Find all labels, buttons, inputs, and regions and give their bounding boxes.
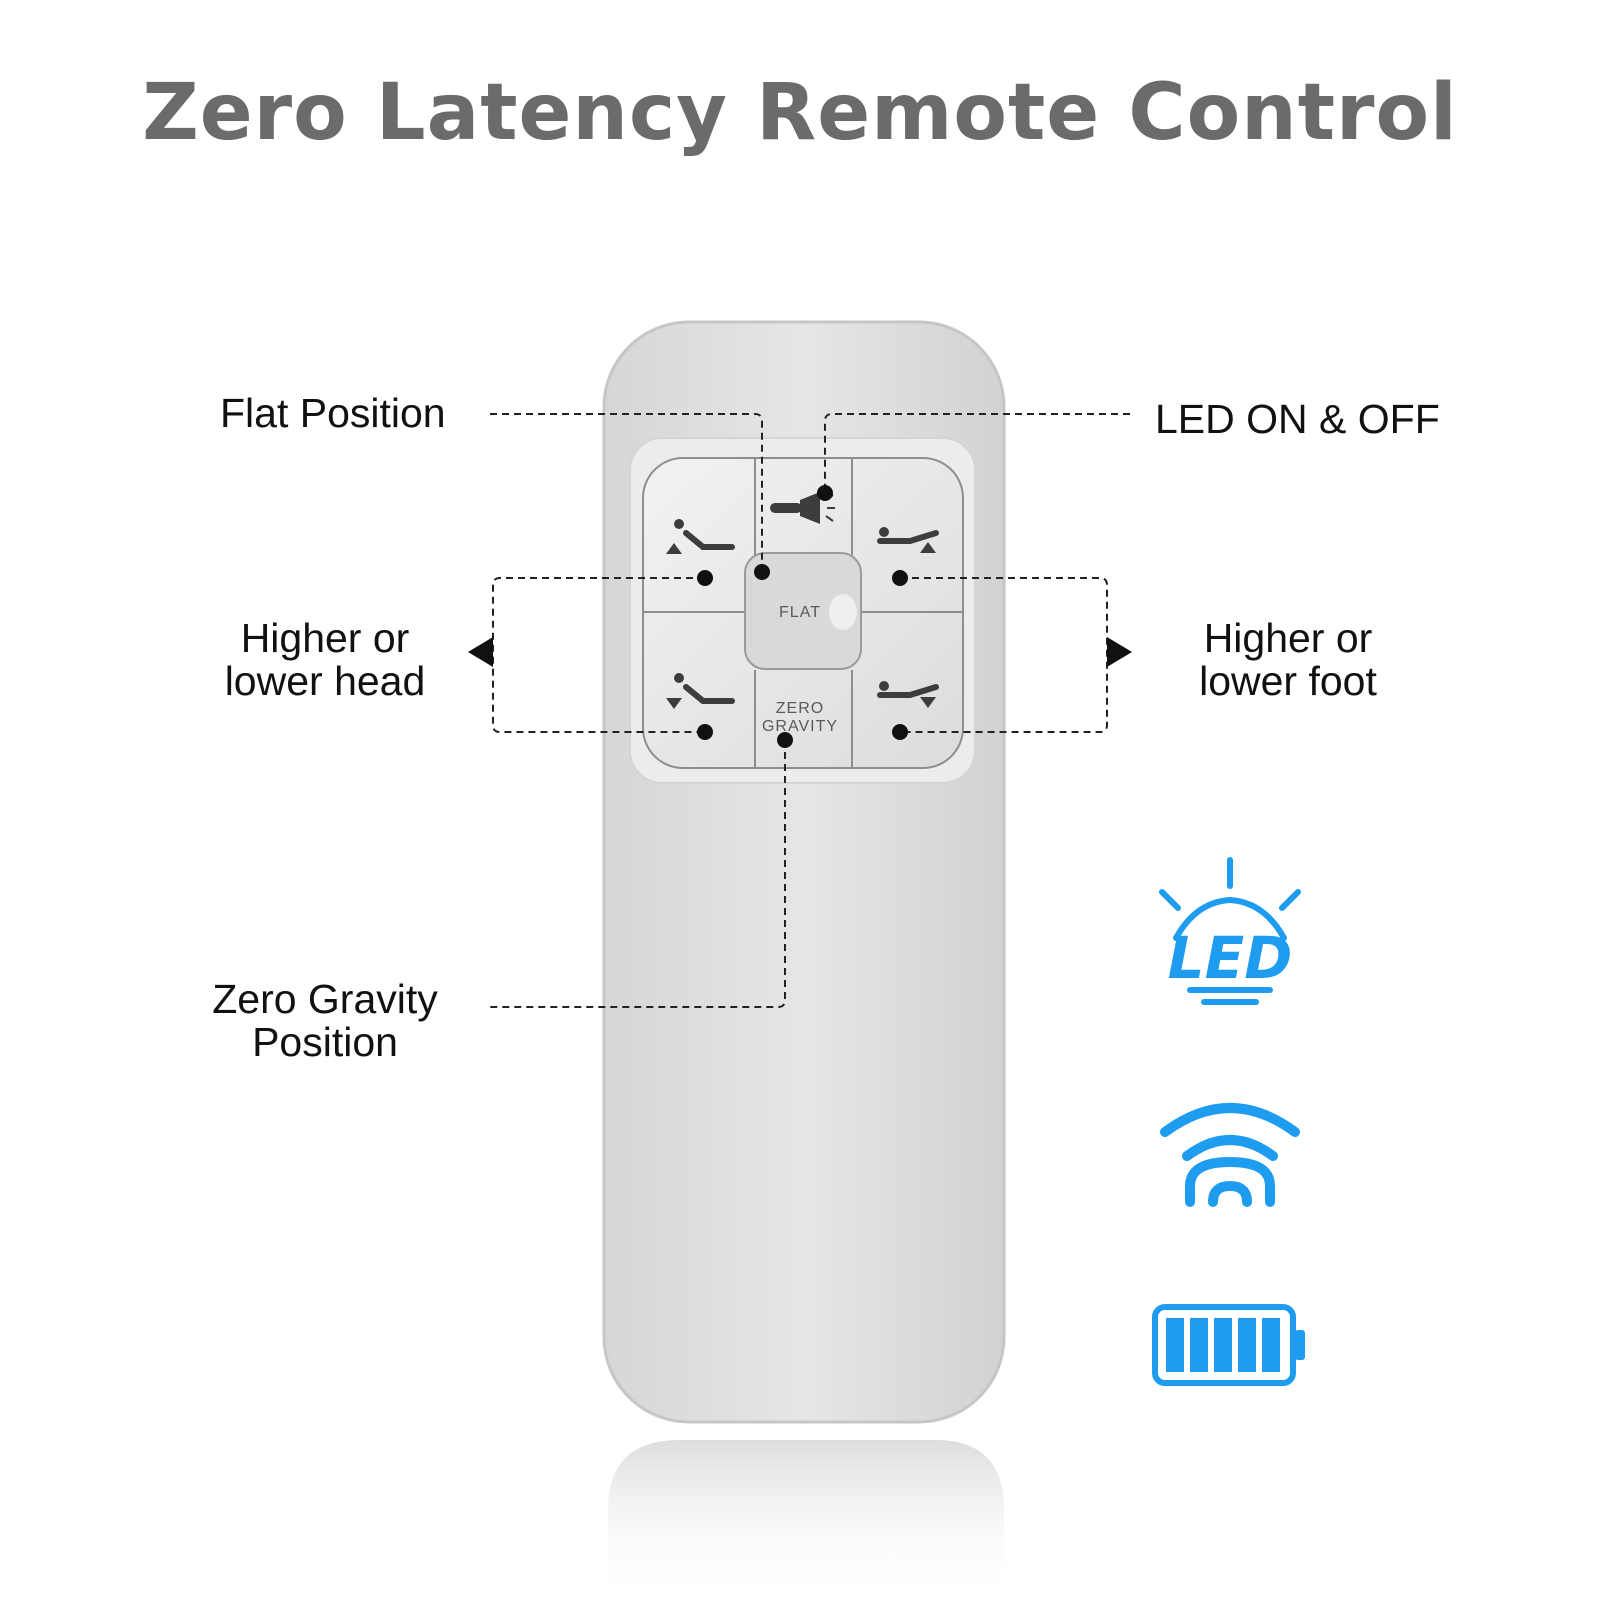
page-title: Zero Latency Remote Control [142, 68, 1458, 158]
foot-label-line-2: lower foot [1199, 658, 1377, 704]
zero-label-line-2: Position [252, 1019, 398, 1065]
head-down-icon [666, 673, 735, 709]
arrow-right-icon [1107, 637, 1132, 667]
arrow-left-icon [468, 637, 493, 667]
flat-position-label: Flat Position [220, 390, 446, 436]
zero-key-line-2: GRAVITY [761, 718, 839, 735]
zero-gravity-label: Zero Gravity Position [185, 978, 465, 1064]
head-up-icon [666, 519, 735, 554]
wireless-signal-icon [1160, 1103, 1300, 1207]
zero-label-line-1: Zero Gravity [212, 976, 438, 1022]
head-adjust-label: Higher or lower head [200, 617, 450, 703]
remote-reflection [608, 1440, 1004, 1600]
callout-dots [697, 485, 908, 748]
zero-gravity-key-label: ZERO GRAVITY [742, 700, 858, 736]
led-light-icon: LED [1159, 857, 1301, 1005]
zero-key-line-1: ZERO [775, 700, 825, 717]
flashlight-icon [770, 492, 835, 524]
foot-up-icon [877, 527, 939, 553]
foot-down-icon [877, 681, 939, 708]
foot-adjust-label: Higher or lower foot [1163, 617, 1413, 703]
flat-key [744, 552, 862, 670]
head-label-line-1: Higher or [240, 615, 410, 661]
foot-label-line-1: Higher or [1203, 615, 1373, 661]
flat-key-label: FLAT [779, 604, 821, 621]
battery-full-icon [1152, 1304, 1305, 1386]
led-on-off-label: LED ON & OFF [1155, 396, 1440, 442]
head-label-line-2: lower head [224, 658, 426, 704]
led-badge-text: LED [1168, 924, 1293, 992]
